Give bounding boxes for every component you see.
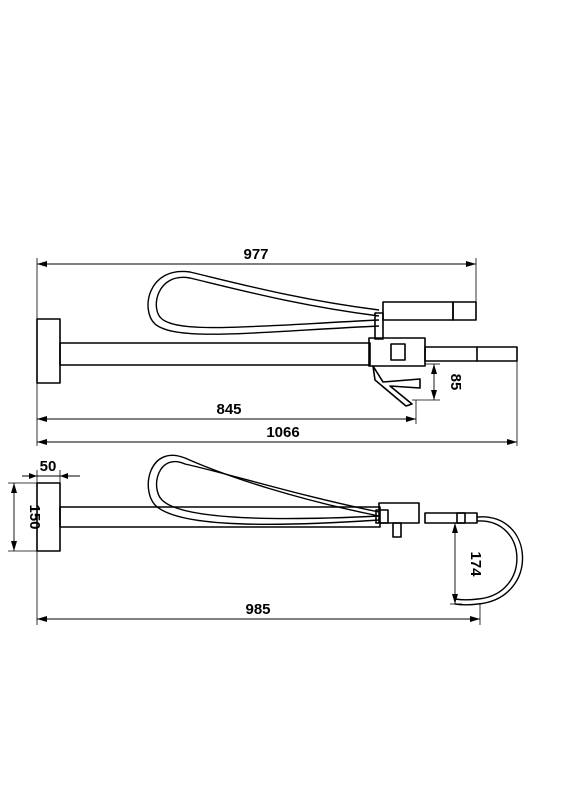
side-handshower-hose-outer xyxy=(454,516,524,606)
dimension-50: 50 xyxy=(22,458,80,483)
side-view xyxy=(36,454,524,606)
top-mixer-inner-square xyxy=(390,343,406,361)
dimension-845: 845 xyxy=(36,383,417,446)
top-view xyxy=(36,270,518,407)
side-mixer-body xyxy=(378,502,420,524)
side-handshower-hose-inner xyxy=(454,520,518,601)
top-spout-pipe xyxy=(424,346,518,362)
top-hose-outer xyxy=(147,270,380,335)
dimension-85: 85 xyxy=(412,363,464,401)
dimension-174: 174 xyxy=(450,522,484,605)
dimension-1066: 1066 xyxy=(37,361,518,446)
side-main-arm xyxy=(59,506,381,528)
dimension-977-label: 977 xyxy=(243,246,268,263)
dimension-1066-label: 1066 xyxy=(266,424,299,441)
dimension-174-label: 174 xyxy=(467,551,484,577)
top-lever-handle xyxy=(372,365,421,407)
dimension-85-label: 85 xyxy=(447,374,464,391)
top-main-arm xyxy=(59,342,371,366)
side-handshower-body xyxy=(424,512,466,524)
dimension-985: 985 xyxy=(36,551,481,625)
dimension-845-label: 845 xyxy=(216,401,241,418)
dimension-50-label: 50 xyxy=(40,458,57,475)
dimension-150-label: 150 xyxy=(26,504,43,529)
top-handshower-grip xyxy=(452,301,477,321)
dimension-150: 150 xyxy=(8,482,43,552)
side-lever-stem xyxy=(392,522,402,538)
side-hose-outer xyxy=(147,454,380,526)
side-hose-inner xyxy=(155,461,380,520)
top-wall-plate xyxy=(36,318,61,384)
top-hose-inner xyxy=(155,276,380,329)
dimension-985-label: 985 xyxy=(245,601,270,618)
dimension-977: 977 xyxy=(36,246,477,319)
side-handshower-grip xyxy=(456,512,478,524)
top-handshower-body xyxy=(382,301,454,321)
top-mixer-body xyxy=(368,337,426,367)
